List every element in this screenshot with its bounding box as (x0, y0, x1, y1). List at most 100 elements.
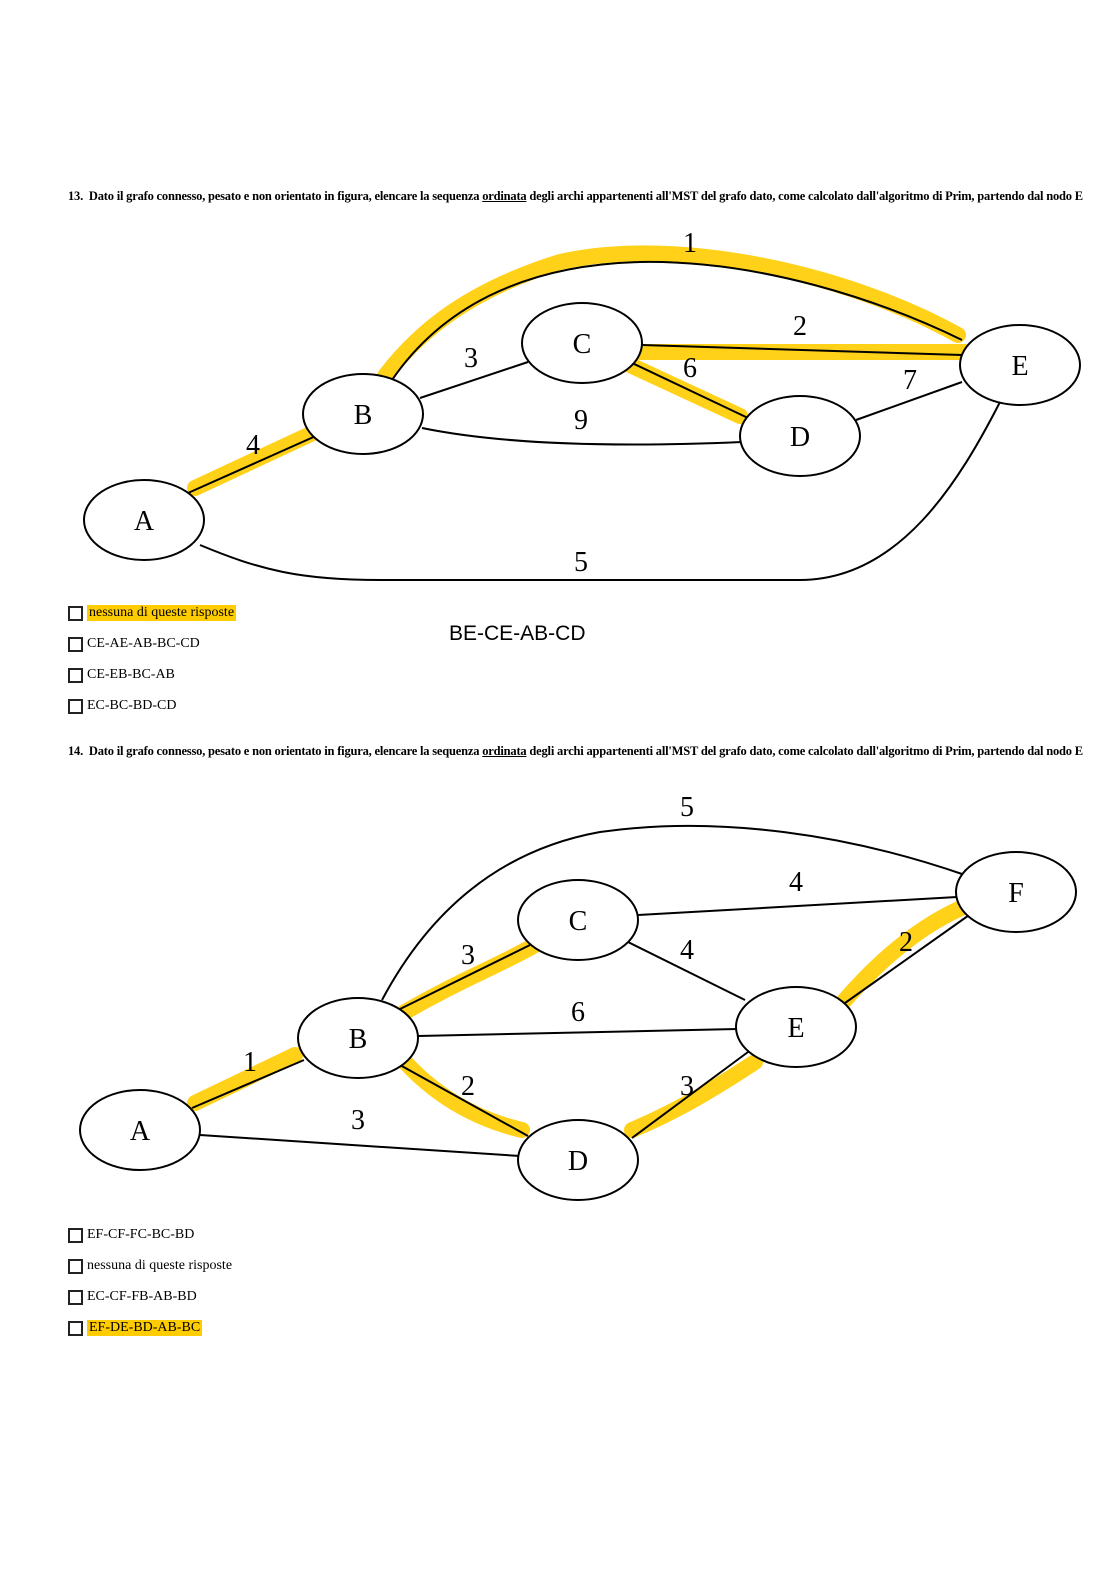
svg-text:C: C (573, 329, 592, 360)
node-E: E (959, 324, 1081, 406)
edge-BD (421, 427, 743, 446)
checkbox[interactable] (68, 1258, 83, 1274)
node-A: A (83, 479, 205, 561)
question-text: Dato il grafo connesso, pesato e non ori… (88, 189, 480, 203)
edge-BC (397, 944, 531, 1011)
highlight-edge-CD (622, 357, 748, 424)
weight-CE: 4 (680, 935, 694, 966)
node-B: B (297, 997, 419, 1079)
svg-text:A: A (134, 506, 155, 537)
weight-BE: 1 (683, 228, 697, 259)
underlined-word: ordinata (482, 744, 527, 758)
svg-text:F: F (1008, 878, 1024, 909)
svg-text:D: D (790, 422, 810, 453)
weight-BC: 3 (464, 343, 478, 374)
weight-AD: 3 (351, 1105, 365, 1136)
edge-BE (417, 1028, 738, 1037)
weight-AB: 4 (246, 430, 260, 461)
edge-AD (199, 1134, 521, 1157)
checkbox[interactable] (68, 1320, 83, 1336)
option-q14-4[interactable]: EF-DE-BD-AB-BC (68, 1319, 203, 1337)
weight-BC: 3 (461, 940, 475, 971)
question-number: 13. (68, 189, 84, 203)
option-q13-4[interactable]: EC-BC-BD-CD (68, 697, 176, 715)
edge-BD (399, 1064, 529, 1137)
node-B: B (302, 373, 424, 455)
handwritten-answer: BE-CE-AB-CD (449, 622, 586, 645)
svg-text:A: A (130, 1116, 151, 1147)
edge-EF (844, 912, 973, 1004)
svg-text:B: B (349, 1024, 368, 1055)
option-label: nessuna di queste risposte (87, 1258, 233, 1273)
option-label: CE-EB-BC-AB (87, 667, 175, 682)
node-F: F (955, 851, 1077, 933)
option-q14-3[interactable]: EC-CF-FB-AB-BD (68, 1288, 197, 1306)
question-13-text: 13. Dato il grafo connesso, pesato e non… (68, 189, 1093, 204)
checkbox[interactable] (68, 1227, 83, 1243)
svg-text:B: B (354, 400, 373, 431)
weight-DE: 3 (680, 1071, 694, 1102)
node-C: C (517, 879, 639, 961)
node-C: C (521, 302, 643, 384)
option-q14-2[interactable]: nessuna di queste risposte (68, 1257, 232, 1275)
edge-CD (629, 361, 749, 419)
weight-BE: 6 (571, 997, 585, 1028)
highlight-edge-AB (187, 424, 323, 496)
edge-AB (187, 434, 319, 494)
checkbox[interactable] (68, 698, 83, 714)
option-q14-1[interactable]: EF-CF-FC-BC-BD (68, 1226, 194, 1244)
weight-BD: 2 (461, 1071, 475, 1102)
option-q13-3[interactable]: CE-EB-BC-AB (68, 666, 175, 684)
checkbox[interactable] (68, 1289, 83, 1305)
checkbox[interactable] (68, 605, 83, 621)
edge-CE (627, 941, 746, 1001)
weight-BF: 5 (680, 792, 694, 823)
node-A: A (79, 1089, 201, 1171)
graph-q14: A B C D E F 1 3 3 6 2 4 4 3 2 5 (79, 792, 1077, 1201)
node-D: D (739, 395, 861, 477)
highlight-edge-EF (837, 897, 976, 1008)
weight-AE: 5 (574, 547, 588, 578)
edge-AE (199, 401, 1001, 581)
checkbox[interactable] (68, 667, 83, 683)
node-D: D (517, 1119, 639, 1201)
weight-CF: 4 (789, 867, 803, 898)
edge-BF (381, 824, 966, 1001)
svg-text:C: C (569, 906, 588, 937)
svg-text:E: E (1011, 351, 1028, 382)
edge-BC (419, 361, 529, 399)
option-label: CE-AE-AB-BC-CD (87, 636, 200, 651)
question-text: degli archi appartenenti all'MST del gra… (529, 189, 1083, 203)
checkbox[interactable] (68, 636, 83, 652)
highlight-edge-BE (377, 245, 966, 384)
svg-text:D: D (568, 1146, 588, 1177)
question-number: 14. (68, 744, 84, 758)
weight-CE: 2 (793, 311, 807, 342)
question-text: Dato il grafo connesso, pesato e non ori… (88, 744, 480, 758)
highlight-edge-BC (392, 937, 543, 1023)
option-label: EC-BC-BD-CD (87, 698, 177, 713)
weight-BD: 9 (574, 405, 588, 436)
svg-text:E: E (787, 1013, 804, 1044)
option-q13-2[interactable]: CE-AE-AB-BC-CD (68, 635, 200, 653)
option-label: EF-DE-BD-AB-BC (87, 1320, 203, 1336)
highlight-edge-AB (187, 1047, 303, 1111)
question-text: degli archi appartenenti all'MST del gra… (529, 744, 1083, 758)
edge-DE (631, 1051, 749, 1139)
edge-BE (391, 260, 963, 381)
node-E: E (735, 986, 857, 1068)
option-label: EC-CF-FB-AB-BD (87, 1289, 197, 1304)
weight-DE: 7 (903, 365, 917, 396)
weight-CD: 6 (683, 353, 697, 384)
option-label: EF-CF-FC-BC-BD (87, 1227, 195, 1242)
underlined-word: ordinata (482, 189, 527, 203)
weight-AB: 1 (243, 1047, 257, 1078)
highlight-edge-DE (624, 1054, 763, 1138)
edge-CF (637, 896, 958, 916)
option-q13-1[interactable]: nessuna di queste risposte (68, 604, 237, 622)
edge-CE (641, 344, 963, 356)
question-14-text: 14. Dato il grafo connesso, pesato e non… (68, 744, 1093, 759)
option-label: nessuna di queste risposte (87, 605, 237, 621)
edge-DE (855, 381, 963, 421)
weight-EF: 2 (899, 927, 913, 958)
